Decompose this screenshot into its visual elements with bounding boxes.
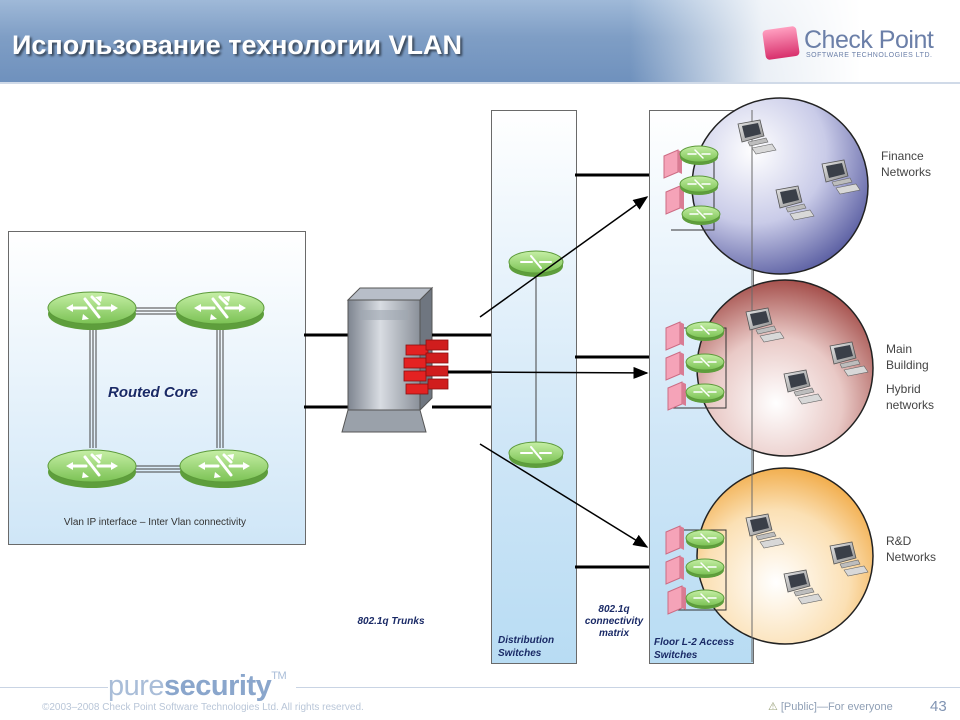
finance-access-switches [663, 145, 721, 231]
distribution-label: Distribution Switches [498, 635, 555, 659]
core-router-2 [174, 290, 266, 332]
firewall-icon [341, 286, 449, 433]
footer-divider-left [0, 687, 108, 688]
matrix-label: 802.1q connectivity matrix [584, 604, 644, 639]
warning-icon: ⚠ [768, 701, 778, 713]
finance-zone [691, 97, 869, 275]
logo-name: Check Point [804, 26, 934, 54]
pure-security-brand: puresecurityTM [108, 670, 287, 703]
distribution-switch-2 [508, 441, 564, 469]
brand-light: pure [108, 670, 165, 702]
hybrid-networks-label: Hybrid networks [886, 382, 935, 412]
classification-label: ⚠[Public]—For everyone [768, 700, 893, 713]
trunks-label: 802.1q Trunks [357, 616, 425, 627]
rd-access-switches [665, 525, 727, 615]
rd-zone [696, 467, 874, 645]
logo-subtitle: SOFTWARE TECHNOLOGIES LTD. [806, 52, 933, 59]
routed-core-panel [8, 231, 306, 545]
core-links [89, 307, 224, 473]
core-router-4 [178, 448, 270, 490]
main-building-label: Main Building [886, 342, 929, 372]
rd-networks-label: R&D Networks [886, 534, 937, 564]
core-router-1 [46, 290, 138, 332]
brand-bold: security [164, 670, 272, 702]
routed-core-label: Routed Core [108, 384, 198, 401]
main-building-zone [696, 279, 874, 457]
copyright-text: ©2003–2008 Check Point Software Technolo… [42, 702, 364, 713]
slide-title: Использование технологии VLAN [12, 30, 462, 60]
main-access-switches [665, 321, 727, 411]
finance-networks-label: Finance Networks [881, 149, 932, 179]
header-divider [0, 82, 960, 84]
brand-tm: TM [271, 670, 287, 682]
core-caption: Vlan IP interface – Inter Vlan connectiv… [63, 517, 247, 528]
core-router-3 [46, 448, 138, 490]
distribution-switches-column [491, 110, 577, 664]
footer-divider-right [296, 687, 960, 688]
floor-label: Floor L-2 Access Switches [654, 637, 735, 661]
page-number: 43 [930, 698, 947, 715]
public-text: [Public]—For everyone [780, 701, 893, 713]
